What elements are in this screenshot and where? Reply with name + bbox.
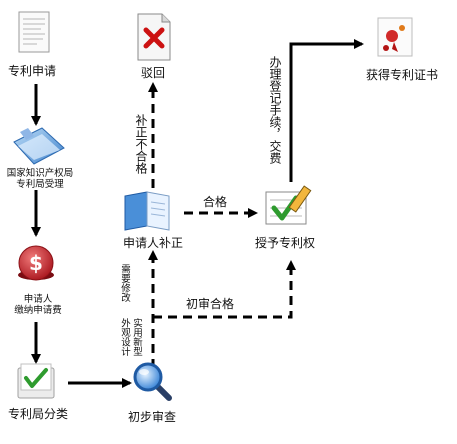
node-accept-label: 国家知识产权局 专利局受理 — [0, 168, 80, 190]
node-apply-label: 专利申请 — [8, 64, 57, 78]
edge-amend-to-reject-label: 补正不合格 — [134, 114, 148, 174]
node-fee-label: 申请人 缴纳申请费 — [0, 294, 76, 316]
node-amend-label: 申请人补正 — [123, 236, 184, 250]
checklist-icon — [265, 185, 312, 225]
edge-prelim-to-amend-line2: 实用新型 — [131, 318, 142, 356]
certificate-icon — [377, 17, 413, 57]
edge-grant-to-cert-label: 办理登记手续，交费 — [268, 56, 282, 164]
svg-text:$: $ — [29, 251, 43, 275]
solid-arrows — [31, 39, 364, 388]
open-book-icon — [124, 191, 170, 231]
arrow-prelim-to-grant — [153, 260, 296, 319]
node-certificate-label: 获得专利证书 — [366, 68, 439, 82]
edge-prelim-to-amend-line3: 外观设计 — [119, 318, 130, 356]
magnifier-icon — [133, 362, 172, 401]
node-accept-line1: 国家知识产权局 — [6, 168, 74, 179]
dollar-coin-icon: $ — [18, 245, 54, 281]
node-fee-line2: 缴纳申请费 — [14, 305, 62, 316]
node-classify-label: 专利局分类 — [8, 407, 69, 421]
edge-amend-to-grant-label: 合格 — [203, 195, 228, 209]
node-grant-label: 授予专利权 — [255, 236, 316, 250]
dashed-arrows — [148, 82, 296, 368]
folder-check-icon — [17, 363, 55, 399]
document-icon — [18, 11, 50, 53]
node-reject-label: 驳回 — [141, 66, 166, 80]
arrow-grant-to-certificate — [289, 39, 364, 182]
node-prelim-label: 初步审查 — [128, 410, 177, 424]
node-accept-line2: 专利局受理 — [16, 179, 64, 190]
reject-document-icon — [137, 13, 171, 61]
edge-prelim-to-amend-line1: 需要修改 — [119, 264, 130, 302]
edge-prelim-to-grant-label: 初审合格 — [186, 297, 235, 311]
blue-folder-icon — [13, 127, 65, 165]
node-fee-line1: 申请人 — [23, 294, 53, 305]
